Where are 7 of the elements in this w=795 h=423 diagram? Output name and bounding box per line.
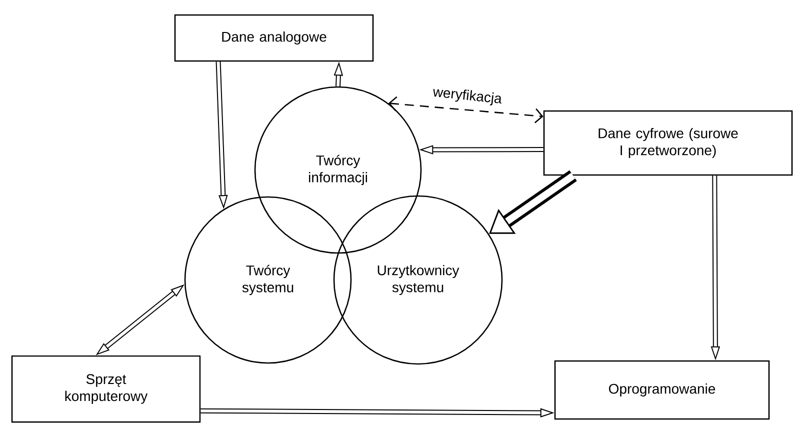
process-box: Dane analogowe <box>174 14 374 62</box>
dashed-arrow <box>388 96 544 124</box>
process-box: Sprzęt komputerowy <box>11 355 201 423</box>
process-box: Dane cyfrowe (surowe I przetworzone) <box>543 110 793 176</box>
wide-arrow <box>489 170 577 234</box>
process-box: Oprogramowanie <box>554 360 770 420</box>
edge-label: weryfikacja <box>431 85 504 108</box>
